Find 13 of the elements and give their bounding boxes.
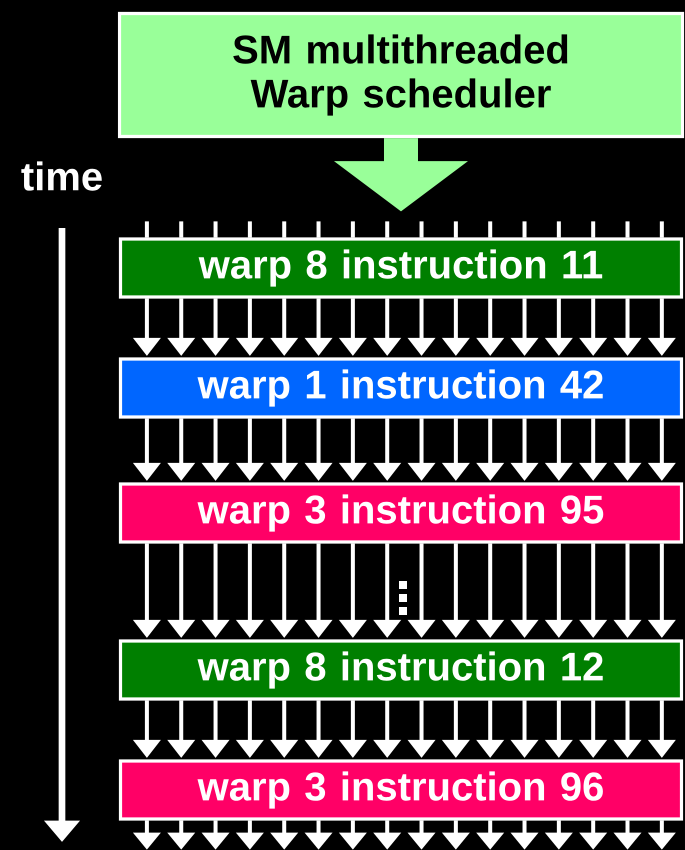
instruction-bar: warp 3 instruction 96 — [118, 759, 684, 821]
thread-arrows — [132, 416, 676, 481]
scheduler-box: SM multithreaded Warp scheduler — [118, 12, 684, 138]
block-arrow — [334, 138, 468, 212]
thread-arrows — [132, 296, 676, 356]
instruction-bar: warp 3 instruction 95 — [118, 482, 684, 544]
thread-arrows — [132, 818, 676, 850]
thread-arrows — [132, 698, 676, 758]
thread-arrows — [132, 542, 676, 638]
instruction-bar: warp 8 instruction 11 — [118, 237, 684, 299]
instruction-bar: warp 8 instruction 12 — [118, 639, 684, 701]
axis-label: time — [21, 161, 102, 191]
instruction-bar: warp 1 instruction 42 — [118, 357, 684, 419]
